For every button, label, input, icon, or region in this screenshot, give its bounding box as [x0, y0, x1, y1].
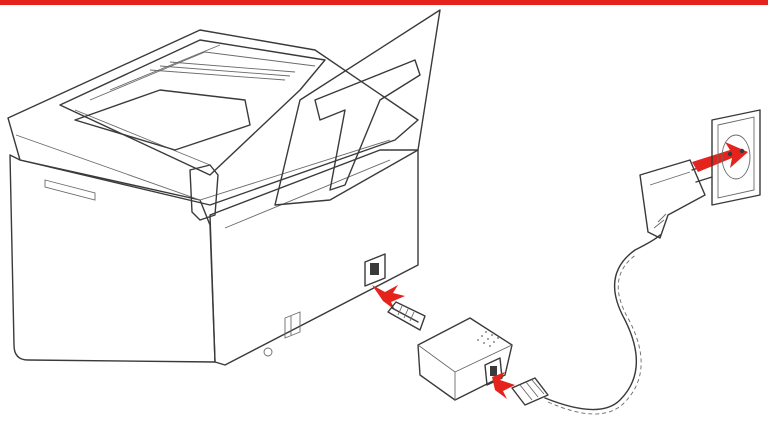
power-adapter-icon — [417, 317, 513, 401]
printer-icon — [7, 9, 441, 366]
dc-plug-icon — [387, 301, 426, 331]
accent-bar — [0, 0, 768, 5]
insert-arrow-icon — [372, 285, 405, 310]
insert-arrow-icon — [692, 142, 748, 172]
power-plug-icon — [639, 159, 713, 239]
insert-arrow-icon — [492, 372, 515, 399]
power-connector-icon — [511, 377, 549, 406]
power-cord-icon — [544, 234, 661, 415]
wall-socket-icon — [711, 109, 761, 206]
